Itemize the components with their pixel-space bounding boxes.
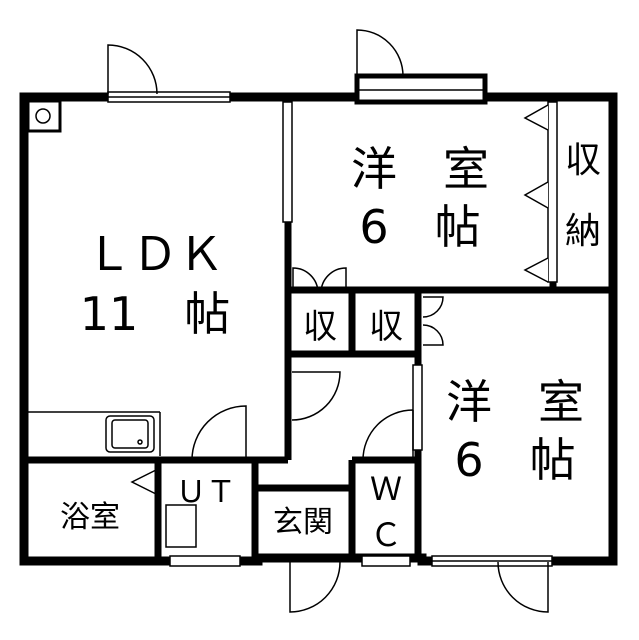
window-bottom-wc — [361, 555, 411, 567]
ut-label: ＵＴ — [176, 475, 236, 510]
western2-size-label: 6 帖 — [454, 433, 575, 487]
pipe-shaft — [26, 99, 62, 133]
western2-label: 洋 室 — [446, 375, 584, 429]
kitchen-sink-basin — [111, 419, 149, 449]
closet-small1-label: 収 — [303, 307, 337, 347]
outer-walls — [19, 92, 618, 566]
closet-large-label-top: 収 — [565, 140, 601, 181]
kitchen-sink — [105, 415, 155, 453]
window-western1-top — [354, 73, 488, 105]
washing-machine — [165, 504, 197, 548]
door-wc — [362, 409, 414, 461]
door-entrance — [289, 561, 341, 613]
closet-shelves — [523, 104, 549, 283]
closet-large-door — [547, 101, 558, 283]
ldk-label: ＬＤＫ — [86, 227, 224, 281]
western1-size-label: 6 帖 — [359, 200, 480, 254]
wall-outline — [19, 92, 618, 566]
sink-drain-icon — [137, 439, 143, 445]
door-closet2 — [422, 296, 444, 346]
door-ldk-top — [107, 44, 158, 95]
window-bottom-ut — [169, 555, 241, 567]
entrance-label: 玄関 — [273, 505, 333, 540]
swing-doors — [107, 29, 549, 613]
windows — [107, 73, 553, 567]
wc-label-top: Ｗ — [370, 470, 402, 508]
door-closet1 — [292, 267, 347, 294]
closet-small2-label: 収 — [369, 307, 403, 347]
sliding-doors — [282, 101, 558, 451]
door-ldk-bottom — [191, 405, 247, 461]
room-labels: ＬＤＫ 11 帖 洋 室 6 帖 洋 室 6 帖 収 納 収 収 浴室 ＵＴ 玄… — [60, 140, 601, 554]
wc-label-bottom: Ｃ — [370, 516, 402, 554]
ldk-size-label: 11 帖 — [80, 287, 231, 341]
door-western1-top — [356, 29, 404, 77]
sliding-door-western2 — [412, 364, 423, 451]
bath-label: 浴室 — [60, 500, 120, 535]
door-western2-bottom — [497, 561, 549, 613]
fixtures — [26, 99, 197, 548]
door-hall — [291, 371, 341, 421]
western1-label: 洋 室 — [351, 142, 489, 196]
pipe-icon — [35, 108, 51, 124]
sliding-door-ldk-western1 — [282, 101, 293, 223]
closet-large-label-bottom: 納 — [565, 211, 601, 252]
door-ut — [130, 469, 157, 495]
